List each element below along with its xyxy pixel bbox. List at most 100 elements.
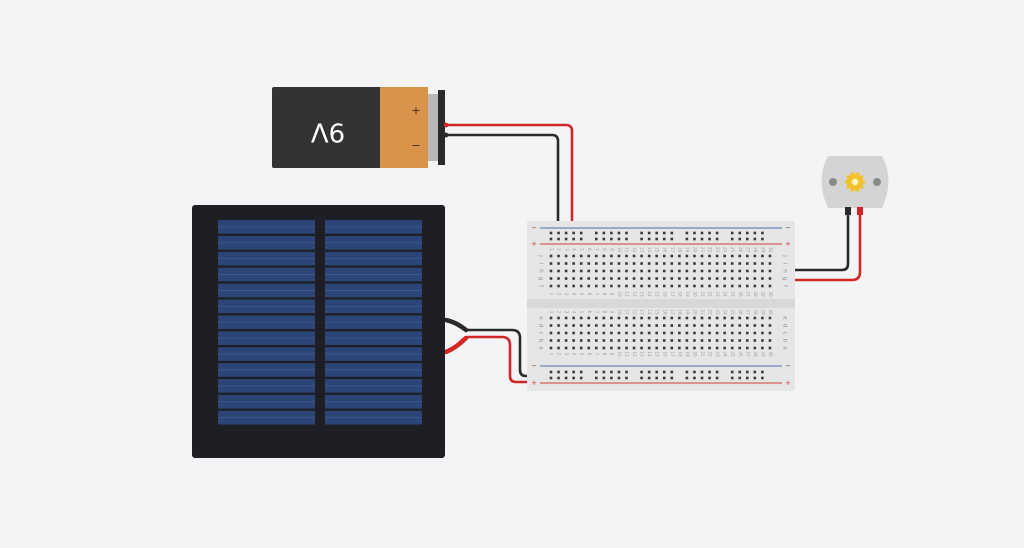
breadboard-hole[interactable] bbox=[746, 254, 749, 258]
breadboard-hole[interactable] bbox=[572, 284, 575, 288]
breadboard-hole[interactable] bbox=[768, 331, 772, 335]
breadboard-hole[interactable] bbox=[549, 262, 553, 265]
breadboard-hole[interactable] bbox=[587, 316, 591, 320]
breadboard-hole[interactable] bbox=[685, 254, 689, 258]
breadboard-hole[interactable] bbox=[610, 284, 613, 288]
rail-hole[interactable] bbox=[730, 376, 734, 380]
rail-hole[interactable] bbox=[753, 376, 757, 380]
rail-hole[interactable] bbox=[557, 376, 560, 380]
rail-hole[interactable] bbox=[595, 376, 598, 380]
breadboard-hole[interactable] bbox=[730, 284, 734, 288]
breadboard-hole[interactable] bbox=[655, 316, 658, 320]
breadboard-hole[interactable] bbox=[647, 339, 651, 342]
rail-hole[interactable] bbox=[715, 370, 719, 374]
rail-hole[interactable] bbox=[670, 231, 674, 235]
breadboard-hole[interactable] bbox=[617, 339, 621, 342]
rail-hole[interactable] bbox=[662, 231, 666, 235]
breadboard-hole[interactable] bbox=[746, 331, 749, 335]
breadboard-hole[interactable] bbox=[768, 254, 772, 258]
breadboard-hole[interactable] bbox=[708, 269, 711, 273]
breadboard-hole[interactable] bbox=[753, 339, 757, 342]
breadboard-hole[interactable] bbox=[572, 331, 575, 335]
rail-hole[interactable] bbox=[746, 231, 749, 235]
rail-hole[interactable] bbox=[602, 237, 606, 241]
rail-hole[interactable] bbox=[610, 237, 613, 241]
rail-hole[interactable] bbox=[685, 231, 689, 235]
breadboard-hole[interactable] bbox=[549, 277, 553, 280]
breadboard-hole[interactable] bbox=[572, 277, 575, 280]
rail-hole[interactable] bbox=[610, 376, 613, 380]
breadboard-hole[interactable] bbox=[579, 277, 583, 280]
breadboard-hole[interactable] bbox=[655, 262, 658, 265]
rail-hole[interactable] bbox=[685, 376, 689, 380]
rail-hole[interactable] bbox=[708, 237, 711, 241]
breadboard-hole[interactable] bbox=[753, 262, 757, 265]
rail-hole[interactable] bbox=[602, 376, 606, 380]
rail-hole[interactable] bbox=[746, 376, 749, 380]
rail-hole[interactable] bbox=[595, 370, 598, 374]
breadboard-hole[interactable] bbox=[768, 269, 772, 273]
breadboard-hole[interactable] bbox=[549, 331, 553, 335]
breadboard-hole[interactable] bbox=[761, 269, 764, 273]
breadboard-hole[interactable] bbox=[632, 277, 636, 280]
breadboard-hole[interactable] bbox=[662, 331, 666, 335]
breadboard-hole[interactable] bbox=[685, 316, 689, 320]
breadboard-hole[interactable] bbox=[753, 277, 757, 280]
breadboard-hole[interactable] bbox=[700, 284, 704, 288]
rail-hole[interactable] bbox=[753, 237, 757, 241]
breadboard-hole[interactable] bbox=[761, 254, 764, 258]
breadboard-hole[interactable] bbox=[670, 346, 674, 350]
breadboard-hole[interactable] bbox=[647, 316, 651, 320]
breadboard-hole[interactable] bbox=[738, 331, 742, 335]
breadboard-hole[interactable] bbox=[761, 284, 764, 288]
breadboard-hole[interactable] bbox=[670, 254, 674, 258]
rail-hole[interactable] bbox=[610, 231, 613, 235]
rail-hole[interactable] bbox=[595, 237, 598, 241]
rail-hole[interactable] bbox=[655, 231, 658, 235]
breadboard-hole[interactable] bbox=[640, 277, 643, 280]
breadboard-hole[interactable] bbox=[768, 284, 772, 288]
breadboard-hole[interactable] bbox=[761, 324, 764, 327]
breadboard-hole[interactable] bbox=[595, 284, 598, 288]
breadboard-hole[interactable] bbox=[693, 277, 696, 280]
rail-hole[interactable] bbox=[670, 370, 674, 374]
breadboard-hole[interactable] bbox=[602, 284, 606, 288]
breadboard-hole[interactable] bbox=[662, 254, 666, 258]
breadboard-hole[interactable] bbox=[647, 346, 651, 350]
rail-hole[interactable] bbox=[655, 370, 658, 374]
rail-hole[interactable] bbox=[610, 370, 613, 374]
breadboard-hole[interactable] bbox=[738, 277, 742, 280]
breadboard-hole[interactable] bbox=[723, 324, 726, 327]
breadboard-hole[interactable] bbox=[662, 346, 666, 350]
breadboard-hole[interactable] bbox=[625, 339, 628, 342]
breadboard-hole[interactable] bbox=[768, 316, 772, 320]
breadboard-hole[interactable] bbox=[670, 331, 674, 335]
breadboard-hole[interactable] bbox=[587, 346, 591, 350]
rail-hole[interactable] bbox=[700, 237, 704, 241]
rail-hole[interactable] bbox=[693, 376, 696, 380]
breadboard-hole[interactable] bbox=[768, 339, 772, 342]
breadboard-hole[interactable] bbox=[572, 339, 575, 342]
breadboard-hole[interactable] bbox=[715, 339, 719, 342]
rail-hole[interactable] bbox=[564, 370, 568, 374]
breadboard-hole[interactable] bbox=[587, 254, 591, 258]
breadboard-hole[interactable] bbox=[723, 284, 726, 288]
breadboard-hole[interactable] bbox=[617, 346, 621, 350]
rail-hole[interactable] bbox=[557, 237, 560, 241]
breadboard-hole[interactable] bbox=[730, 254, 734, 258]
breadboard-hole[interactable] bbox=[715, 331, 719, 335]
breadboard-hole[interactable] bbox=[708, 262, 711, 265]
breadboard-hole[interactable] bbox=[746, 269, 749, 273]
rail-hole[interactable] bbox=[564, 376, 568, 380]
rail-hole[interactable] bbox=[549, 231, 553, 235]
solar-panel[interactable] bbox=[192, 205, 445, 458]
breadboard-hole[interactable] bbox=[655, 277, 658, 280]
breadboard-hole[interactable] bbox=[700, 262, 704, 265]
breadboard-hole[interactable] bbox=[610, 339, 613, 342]
breadboard-hole[interactable] bbox=[678, 277, 681, 280]
breadboard-hole[interactable] bbox=[617, 331, 621, 335]
breadboard-hole[interactable] bbox=[753, 254, 757, 258]
rail-hole[interactable] bbox=[579, 370, 583, 374]
rail-hole[interactable] bbox=[647, 376, 651, 380]
breadboard-hole[interactable] bbox=[549, 346, 553, 350]
